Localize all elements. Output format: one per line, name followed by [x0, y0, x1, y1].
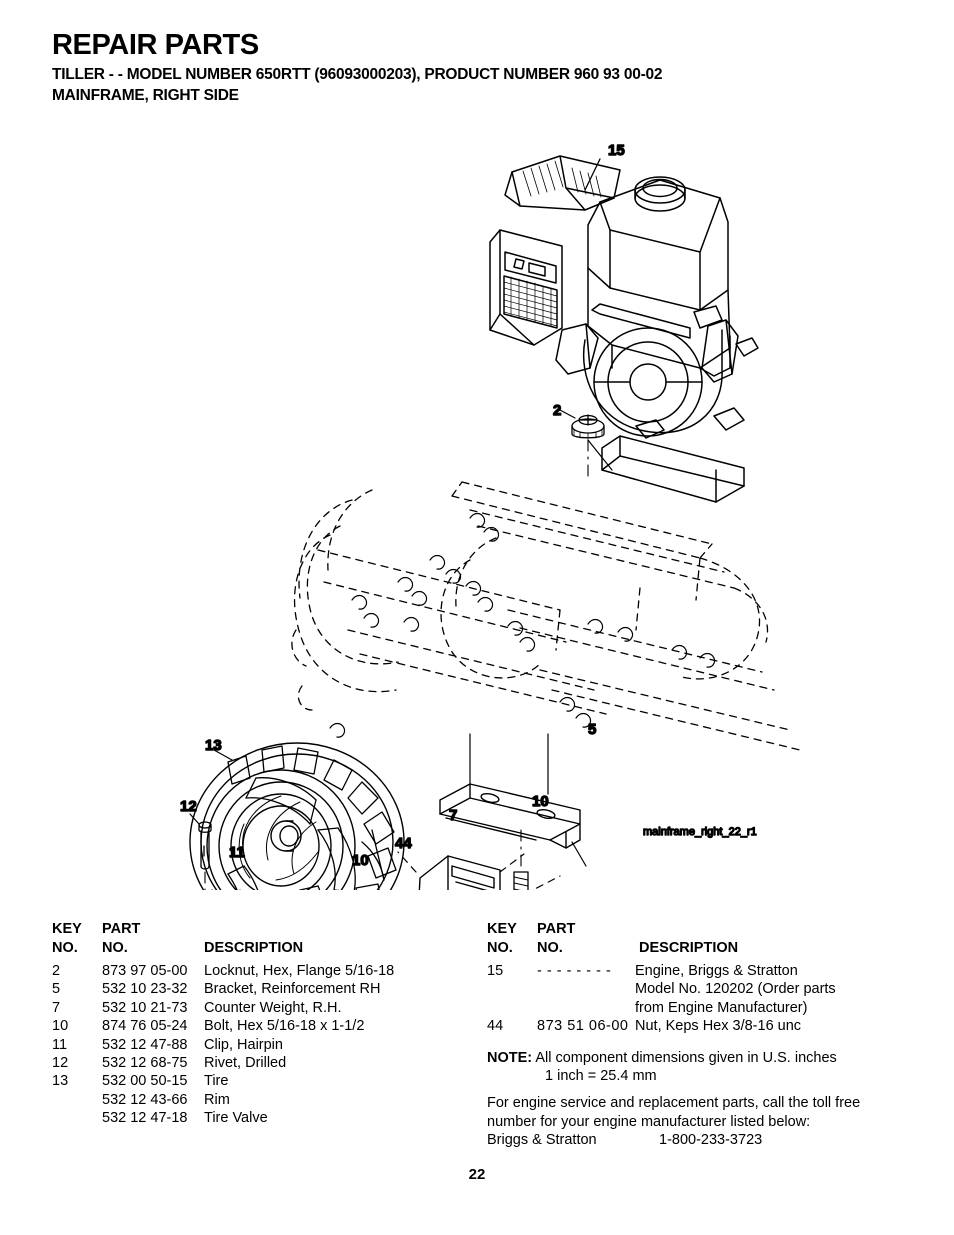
rivet-part	[189, 813, 212, 870]
header-part-line1: PART	[102, 921, 141, 937]
table-row: 2 873 97 05-00 Locknut, Hex, Flange 5/16…	[52, 962, 482, 980]
engine-service-line-1: For engine service and replacement parts…	[487, 1095, 861, 1112]
callout-10-right: 10	[532, 793, 549, 810]
header-description: DESCRIPTION	[204, 940, 304, 956]
row-part: 532 00 50-15	[102, 1073, 188, 1090]
figure-caption: mainframe_right_22_r1	[643, 826, 757, 838]
page-header: REPAIR PARTS TILLER - - MODEL NUMBER 650…	[52, 30, 912, 107]
row-part: 532 10 21-73	[102, 999, 188, 1016]
row-key: 11	[52, 1036, 68, 1053]
callout-44: 44	[395, 835, 412, 852]
row-key: 5	[52, 981, 61, 998]
row-description: Nut, Keps Hex 3/8-16 unc	[635, 1018, 802, 1035]
callout-13: 13	[205, 737, 222, 754]
parts-diagram: 15 2 13 12 11 10 44 7 5 10 mainframe_rig…	[0, 130, 954, 890]
parts-tables: KEY PART NO. NO. DESCRIPTION 2 873 97 05…	[0, 920, 954, 1150]
table-row: 12 532 12 68-75 Rivet, Drilled	[52, 1054, 482, 1072]
row-part: 532 10 23-32	[102, 981, 188, 998]
callout-7: 7	[449, 807, 457, 824]
row-description: Bolt, Hex 5/16-18 x 1-1/2	[204, 1018, 365, 1035]
header-key-line2: NO.	[487, 940, 513, 956]
table-row: from Engine Manufacturer)	[487, 999, 907, 1017]
table-row: 532 12 47-18 Tire Valve	[52, 1109, 482, 1127]
row-part: 873 51 06-00	[537, 1018, 629, 1035]
section-name-line: MAINFRAME, RIGHT SIDE	[52, 87, 239, 105]
row-key: 10	[52, 1018, 69, 1035]
row-description: Engine, Briggs & Stratton	[635, 963, 798, 979]
table-row: 44 873 51 06-00 Nut, Keps Hex 3/8-16 unc	[487, 1017, 907, 1035]
row-part: 532 12 43-66	[102, 1091, 188, 1108]
manufacturer-name: Briggs & Stratton	[487, 1132, 597, 1149]
note-text-1: All component dimensions given in U.S. i…	[535, 1049, 837, 1066]
engine-illustration	[489, 155, 759, 503]
table-row: 13 532 00 50-15 Tire	[52, 1072, 482, 1090]
table-row: 532 12 43-66 Rim	[52, 1091, 482, 1109]
header-part-line2: NO.	[102, 940, 128, 956]
header-part-line2: NO.	[537, 940, 563, 956]
row-key: 13	[52, 1073, 69, 1090]
manufacturer-contact-row: Briggs & Stratton 1-800-233-3723	[487, 1131, 907, 1149]
note-block: NOTE: All component dimensions given in …	[487, 1049, 907, 1086]
parts-table-left: KEY PART NO. NO. DESCRIPTION 2 873 97 05…	[52, 920, 482, 1128]
callout-leader-15	[584, 158, 601, 191]
row-description: Bracket, Reinforcement RH	[204, 981, 381, 998]
note-line-2: 1 inch = 25.4 mm	[545, 1067, 657, 1084]
callout-11: 11	[229, 844, 245, 861]
tine-assembly-phantom	[291, 481, 801, 751]
callout-10-left: 10	[352, 852, 369, 869]
row-description: Rivet, Drilled	[204, 1054, 287, 1071]
row-description: Locknut, Hex, Flange 5/16-18	[204, 963, 395, 979]
bolt-part-right	[513, 871, 529, 890]
table-header-left: KEY PART NO. NO. DESCRIPTION	[52, 920, 482, 962]
row-part: 532 12 68-75	[102, 1054, 188, 1071]
engine-service-line-2: number for your engine manufacturer list…	[487, 1113, 811, 1130]
row-key: 15	[487, 963, 504, 979]
table-row: 10 874 76 05-24 Bolt, Hex 5/16-18 x 1-1/…	[52, 1017, 482, 1035]
row-part: 532 12 47-18	[102, 1110, 188, 1127]
row-description: Clip, Hairpin	[204, 1036, 283, 1053]
row-part: - - - - - - - -	[537, 963, 612, 979]
table-header-right: KEY PART NO. NO. DESCRIPTION	[487, 920, 907, 962]
note-line-1: NOTE: All component dimensions given in …	[487, 1049, 907, 1067]
bracket-part	[439, 783, 581, 849]
row-key: 7	[52, 999, 61, 1016]
callout-5: 5	[588, 721, 596, 738]
callout-12: 12	[180, 798, 197, 815]
table-row: 5 532 10 23-32 Bracket, Reinforcement RH	[52, 980, 482, 998]
header-description: DESCRIPTION	[639, 940, 739, 956]
callout-15: 15	[608, 142, 625, 159]
row-key: 44	[487, 1018, 504, 1035]
row-part: 874 76 05-24	[102, 1018, 188, 1035]
header-key-line2: NO.	[52, 940, 78, 956]
table-row: 15 - - - - - - - - Engine, Briggs & Stra…	[487, 962, 907, 980]
page-number: 22	[468, 1166, 486, 1183]
header-key-line1: KEY	[487, 921, 517, 937]
callout-2: 2	[553, 402, 561, 419]
header-key-line1: KEY	[52, 921, 82, 937]
table-row: 7 532 10 21-73 Counter Weight, R.H.	[52, 999, 482, 1017]
row-key: 12	[52, 1054, 69, 1071]
row-description: Tire Valve	[204, 1110, 268, 1127]
model-number-line: TILLER - - MODEL NUMBER 650RTT (96093000…	[52, 66, 663, 84]
locknut-part	[559, 409, 605, 440]
table-row: 11 532 12 47-88 Clip, Hairpin	[52, 1036, 482, 1054]
note-label: NOTE:	[487, 1049, 533, 1066]
header-part-line1: PART	[537, 921, 576, 937]
row-part: 532 12 47-88	[102, 1036, 188, 1053]
engine-service-info: For engine service and replacement parts…	[487, 1094, 907, 1149]
counterweight-part	[418, 855, 501, 890]
row-description: from Engine Manufacturer)	[635, 999, 808, 1016]
row-part: 873 97 05-00	[102, 963, 188, 979]
manufacturer-phone: 1-800-233-3723	[659, 1132, 763, 1149]
row-key: 2	[52, 963, 61, 979]
row-description: Rim	[204, 1091, 230, 1108]
page-title: REPAIR PARTS	[52, 29, 259, 61]
table-row: Model No. 120202 (Order parts	[487, 980, 907, 998]
parts-table-right: KEY PART NO. NO. DESCRIPTION 15 - - - - …	[487, 920, 907, 1150]
row-description: Model No. 120202 (Order parts	[635, 981, 836, 998]
wheel-assembly	[189, 742, 405, 890]
row-description: Tire	[204, 1073, 229, 1090]
row-description: Counter Weight, R.H.	[204, 999, 342, 1016]
